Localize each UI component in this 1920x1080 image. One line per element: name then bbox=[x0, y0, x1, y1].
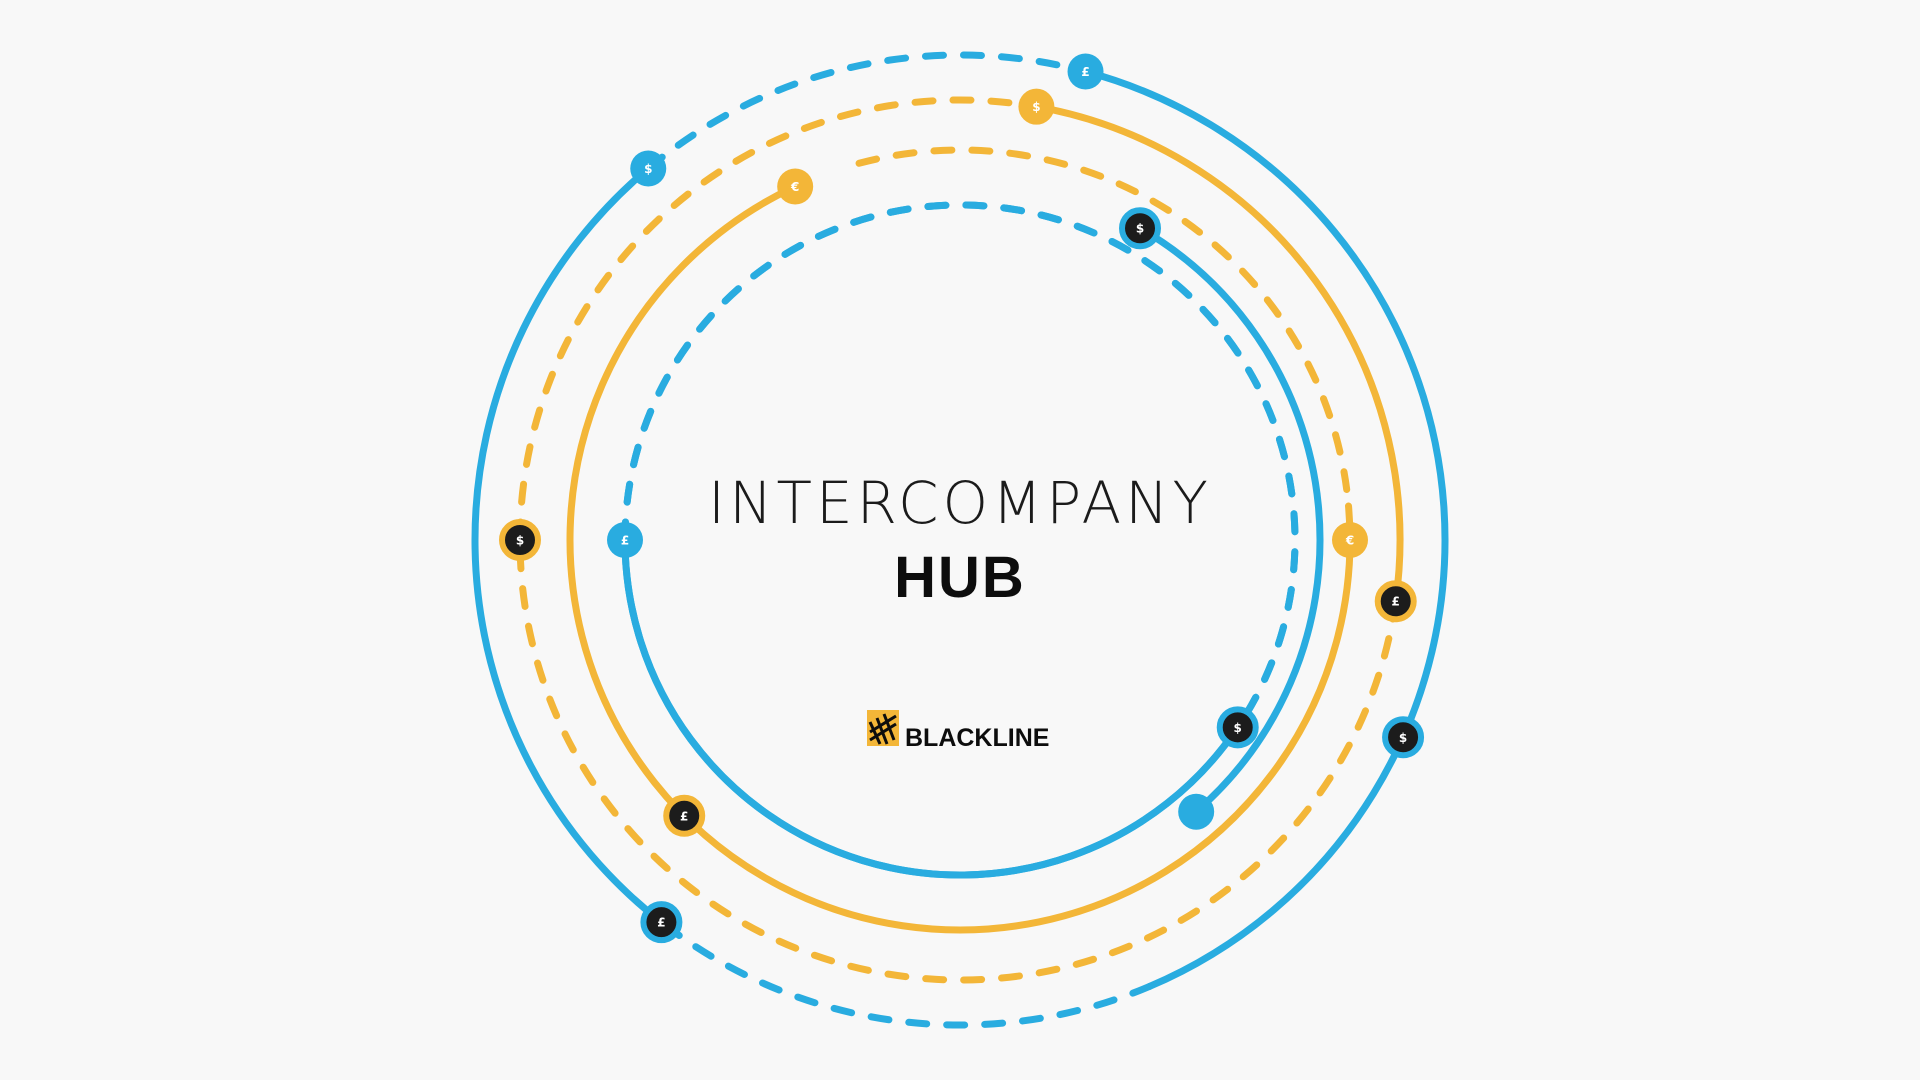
outer-gold-dash-bottom bbox=[516, 536, 1400, 984]
dollar-coin-icon: $ bbox=[1119, 207, 1161, 250]
pound-coin-icon: £ bbox=[1067, 53, 1104, 90]
outer-blue-arc-right bbox=[1082, 68, 1449, 990]
euro-coin-icon: € bbox=[777, 168, 814, 205]
outer-blue-dash-top bbox=[644, 51, 1090, 172]
outer-blue-dash-bottom bbox=[657, 918, 1153, 1029]
title-line-2: HUB bbox=[894, 545, 1026, 610]
dollar-coin-icon: $ bbox=[1216, 706, 1259, 749]
inner-gold-dash-right bbox=[855, 146, 1353, 510]
outer-gold-dash-top bbox=[516, 96, 1040, 544]
dollar-coin-icon: $ bbox=[1018, 88, 1055, 125]
pound-coin-icon: £ bbox=[640, 901, 683, 944]
pound-coin-icon: £ bbox=[663, 794, 706, 837]
coin-disc bbox=[1018, 88, 1055, 125]
middle-blue-arc bbox=[1136, 224, 1324, 816]
outer-blue-arc-left bbox=[471, 164, 665, 926]
coin-disc bbox=[1332, 522, 1368, 558]
coin-disc bbox=[499, 519, 541, 561]
coin-symbol: £ bbox=[657, 916, 665, 930]
coin-disc bbox=[640, 901, 683, 944]
dollar-coin-icon: $ bbox=[1382, 716, 1425, 759]
coin-symbol: $ bbox=[1399, 731, 1407, 745]
outer-gold-arc-right bbox=[1032, 103, 1404, 605]
coin-disc bbox=[1119, 207, 1161, 250]
blackline-logo-icon bbox=[867, 710, 899, 746]
pound-coin-icon: £ bbox=[607, 522, 643, 558]
coin-symbol: £ bbox=[621, 534, 629, 548]
coin-symbol: $ bbox=[1032, 100, 1040, 114]
dollar-coin-icon: $ bbox=[499, 519, 541, 561]
blue-end-dot bbox=[1178, 793, 1215, 830]
dollar-coin-icon: $ bbox=[630, 150, 667, 187]
title-line-1: INTERCOMPANY bbox=[708, 469, 1212, 537]
blackline-logo: BLACKLINE bbox=[867, 710, 1049, 752]
inner-gold-arc-main bbox=[566, 183, 1354, 934]
coin-disc bbox=[630, 150, 667, 187]
coin-disc bbox=[1382, 716, 1425, 759]
coin-disc bbox=[663, 794, 706, 837]
coin-symbol: $ bbox=[516, 534, 524, 548]
euro-coin-icon: € bbox=[1332, 522, 1368, 558]
coin-symbol: £ bbox=[1081, 65, 1089, 79]
coin-disc bbox=[1067, 53, 1104, 90]
inner-blue-dash-top bbox=[621, 201, 1299, 731]
coin-symbol: $ bbox=[1234, 721, 1242, 735]
coin-disc bbox=[607, 522, 643, 558]
coin-symbol: € bbox=[1345, 534, 1354, 548]
coin-disc bbox=[1216, 706, 1259, 749]
inner-blue-arc-bottom bbox=[621, 536, 1242, 879]
coin-disc bbox=[1374, 580, 1417, 623]
coin-symbol: € bbox=[790, 180, 799, 194]
coin-symbol: £ bbox=[1392, 595, 1400, 609]
coin-symbol: $ bbox=[644, 162, 652, 176]
brand-name: BLACKLINE bbox=[905, 724, 1049, 752]
inner-blue-dash-top bbox=[621, 201, 1299, 731]
currency-coins-group: £ $ $ £ $ $ £ € € £ $ £ $ bbox=[499, 53, 1425, 944]
coin-symbol: £ bbox=[680, 809, 688, 823]
rings-group bbox=[471, 51, 1449, 1029]
coin-disc bbox=[777, 168, 814, 205]
pound-coin-icon: £ bbox=[1374, 580, 1417, 623]
coin-symbol: $ bbox=[1136, 222, 1144, 236]
